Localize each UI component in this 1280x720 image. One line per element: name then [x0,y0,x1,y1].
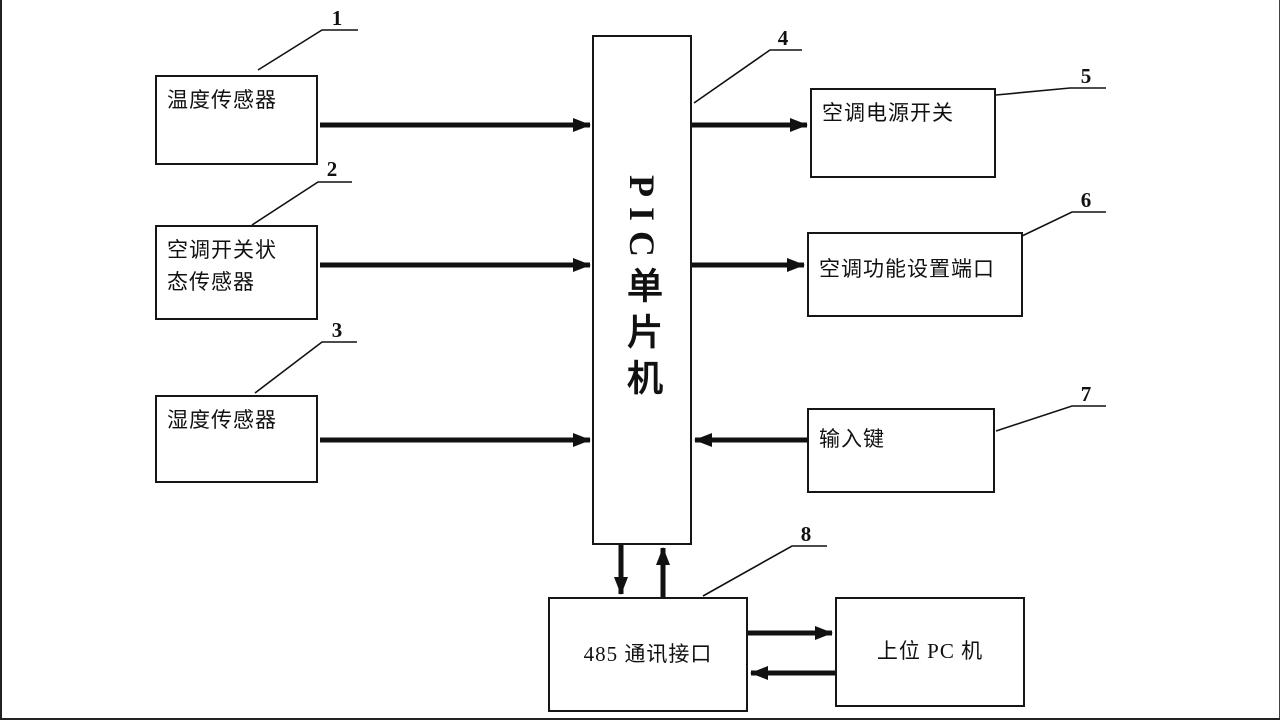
leader-line-2 [251,181,352,226]
ref-number-6: 6 [1080,188,1092,212]
comm-485-label: 485 通讯接口 [583,641,713,666]
ac-power-switch-box: 空调电源开关 [810,88,996,178]
leader-line-8 [702,545,827,597]
leader-line-5 [995,87,1106,96]
input-keys-box: 输入键 [807,408,995,493]
leader-line-6 [1021,211,1106,237]
ac-function-port-box: 空调功能设置端口 [807,232,1023,317]
ref-number-2: 2 [326,157,338,181]
host-pc-box: 上位 PC 机 [835,597,1025,707]
humidity-sensor-label: 湿度传感器 [167,408,277,432]
ref-number-5: 5 [1080,64,1092,88]
leader-line-4 [693,49,802,104]
leader-line-3 [254,341,357,394]
ref-number-7: 7 [1080,382,1092,406]
pic-mcu-label: PIC单片机 [622,175,662,405]
pic-mcu-box: PIC单片机 [592,35,692,545]
input-keys-label: 输入键 [819,427,885,451]
leader-line-7 [995,405,1106,432]
ref-number-4: 4 [777,26,789,50]
ac-power-switch-label: 空调电源开关 [822,101,954,125]
ac-function-port-label: 空调功能设置端口 [819,257,995,281]
comm-485-box: 485 通讯接口 [548,597,748,712]
temperature-sensor-label: 温度传感器 [167,88,277,112]
ac-switch-status-sensor-box: 空调开关状态传感器 [155,225,318,320]
host-pc-label: 上位 PC 机 [876,639,984,664]
humidity-sensor-box: 湿度传感器 [155,395,318,483]
ref-number-1: 1 [331,6,343,30]
leader-line-1 [257,29,358,71]
temperature-sensor-box: 温度传感器 [155,75,318,165]
ref-number-8: 8 [800,522,812,546]
ref-number-3: 3 [331,318,343,342]
ac-switch-status-sensor-label: 空调开关状态传感器 [167,238,277,294]
